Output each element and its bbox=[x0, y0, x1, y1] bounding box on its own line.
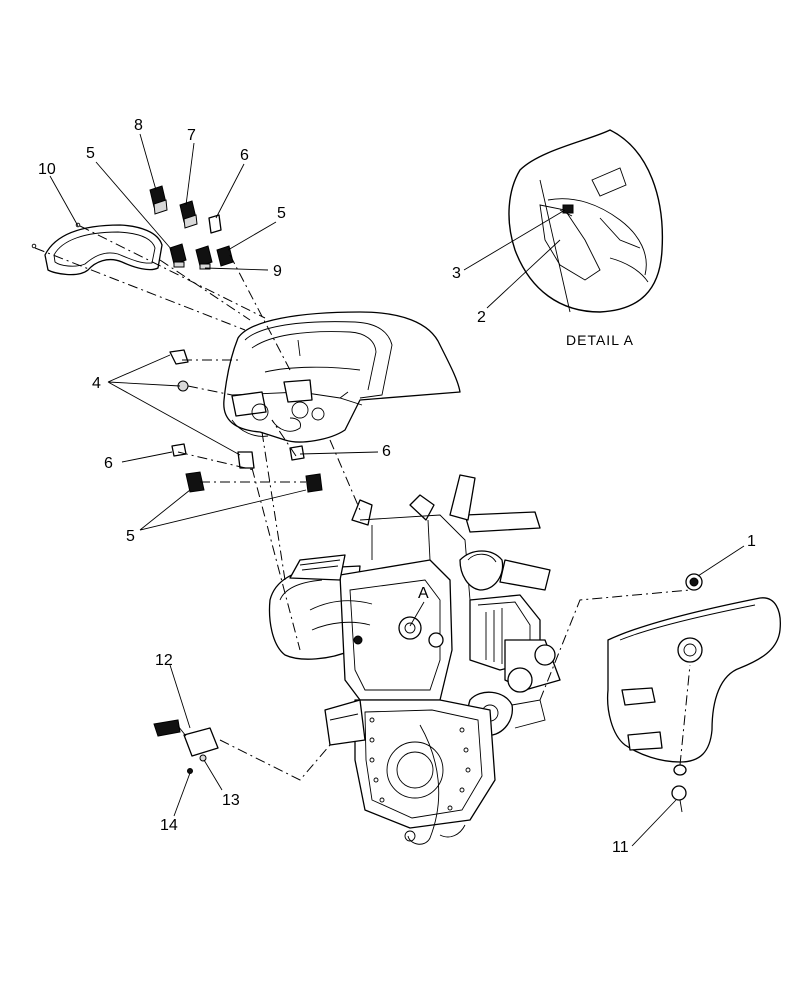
relay-12 bbox=[153, 719, 219, 774]
detail-a-view bbox=[508, 129, 664, 313]
ignition-key-11 bbox=[671, 764, 687, 813]
callout-3: 3 bbox=[452, 265, 461, 282]
callout-14: 14 bbox=[160, 817, 178, 834]
callout-5-top-right: 5 bbox=[277, 205, 286, 222]
callout-13: 13 bbox=[222, 792, 240, 809]
callout-10: 10 bbox=[38, 161, 56, 178]
console-frame-assembly bbox=[268, 474, 561, 845]
switch-cluster-top bbox=[149, 185, 234, 270]
callout-5-top-left: 5 bbox=[86, 145, 95, 162]
detail-switch-part bbox=[562, 204, 574, 214]
callout-12: 12 bbox=[155, 652, 173, 669]
callout-11: 11 bbox=[612, 839, 629, 856]
callout-labels: 8 7 6 5 10 5 9 3 2 4 6 6 5 1 12 13 14 11 bbox=[38, 117, 756, 856]
callout-7: 7 bbox=[187, 127, 196, 144]
callout-1: 1 bbox=[747, 533, 756, 550]
callout-A-marker: A bbox=[418, 585, 429, 602]
callout-8: 8 bbox=[134, 117, 143, 134]
plate-holes bbox=[369, 717, 471, 811]
callout-6-left: 6 bbox=[104, 455, 113, 472]
callout-6-top: 6 bbox=[240, 147, 249, 164]
callout-5-lower: 5 bbox=[126, 528, 135, 545]
callout-9: 9 bbox=[273, 263, 282, 280]
ignition-switch-1 bbox=[685, 573, 703, 591]
panel-bezel-10 bbox=[31, 222, 163, 276]
callout-4: 4 bbox=[92, 375, 101, 392]
side-shield bbox=[606, 597, 781, 763]
callout-2: 2 bbox=[477, 309, 486, 326]
detail-a-caption: DETAIL A bbox=[566, 332, 634, 348]
dashboard-cover bbox=[223, 311, 461, 443]
assembly-lines bbox=[34, 225, 691, 781]
callout-6-right: 6 bbox=[382, 443, 391, 460]
leader-lines bbox=[49, 133, 745, 847]
